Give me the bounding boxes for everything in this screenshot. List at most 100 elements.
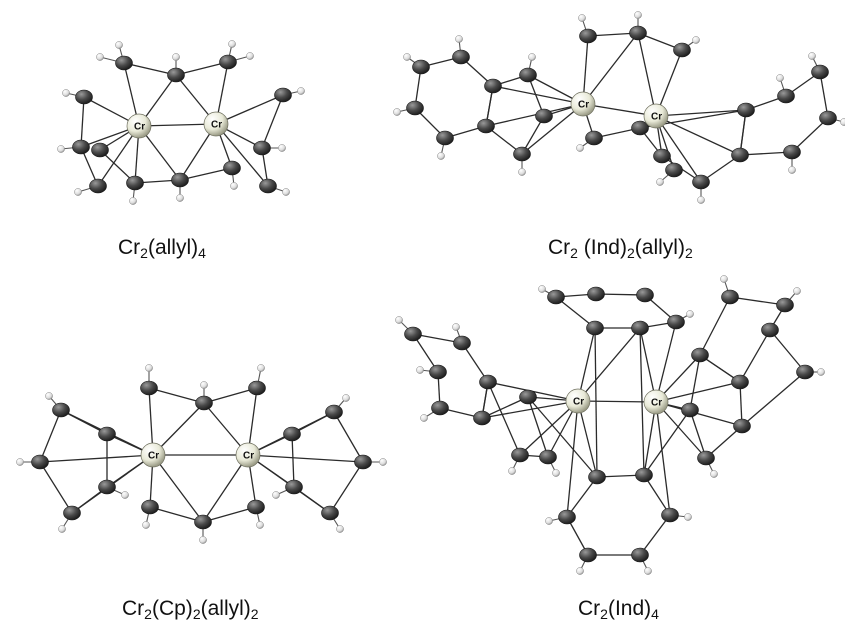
bond xyxy=(481,400,579,419)
carbon-atom xyxy=(579,28,597,44)
chromium-atom xyxy=(140,442,166,468)
bond xyxy=(643,474,671,516)
hydrogen-atom xyxy=(395,316,403,324)
molecule-cr2-ind4: Cr Cr xyxy=(395,275,825,575)
carbon-atom xyxy=(223,160,241,176)
carbon-atom xyxy=(692,174,710,190)
bond xyxy=(527,396,598,478)
carbon-atom xyxy=(587,286,605,302)
carbon-atom xyxy=(429,364,447,380)
bond xyxy=(577,327,596,402)
carbon-atom xyxy=(629,25,647,41)
hydrogen-atom xyxy=(684,513,692,521)
carbon-atom xyxy=(579,547,597,563)
bond xyxy=(215,123,269,187)
carbon-atom xyxy=(737,102,755,118)
carbon-atom xyxy=(52,402,70,418)
hydrogen-atom xyxy=(96,53,104,61)
carbon-atom xyxy=(691,347,709,363)
carbon-atom xyxy=(63,505,81,521)
carbon-atom xyxy=(585,130,603,146)
hydrogen-atom xyxy=(788,166,796,174)
carbon-atom xyxy=(477,118,495,134)
bond xyxy=(566,400,579,518)
hydrogen-atom xyxy=(246,52,254,60)
carbon-atom xyxy=(406,100,424,116)
carbon-atom xyxy=(412,59,430,75)
hydrogen-atom xyxy=(121,491,129,499)
carbon-atom xyxy=(283,426,301,442)
carbon-atom xyxy=(167,67,185,83)
carbon-atom xyxy=(777,88,795,104)
bond xyxy=(527,396,549,458)
bond xyxy=(39,409,62,463)
bond xyxy=(99,149,136,184)
carbon-atom xyxy=(75,89,93,105)
bond xyxy=(655,401,671,516)
bond xyxy=(202,454,249,523)
bond xyxy=(791,117,829,153)
hydrogen-atom xyxy=(172,53,180,61)
bond xyxy=(149,506,204,523)
bond xyxy=(202,506,257,523)
chromium-atom xyxy=(643,389,669,415)
hydrogen-atom xyxy=(16,458,24,466)
hydrogen-atom xyxy=(115,41,123,49)
carbon-atom xyxy=(354,454,372,470)
bond xyxy=(655,401,707,459)
chromium-label: Cr xyxy=(578,100,589,111)
carbon-atom xyxy=(431,400,449,416)
bond xyxy=(582,32,639,105)
carbon-atom xyxy=(141,499,159,515)
carbon-atom xyxy=(453,335,471,351)
carbon-atom xyxy=(665,162,683,178)
hydrogen-atom xyxy=(437,152,445,160)
hydrogen-atom xyxy=(57,145,65,153)
bond xyxy=(739,381,743,427)
chromium-label: Cr xyxy=(211,120,222,131)
hydrogen-atom xyxy=(58,525,66,533)
bond xyxy=(485,103,584,127)
hydrogen-atom xyxy=(528,53,536,61)
chromium-label: Cr xyxy=(651,398,662,409)
chromium-atom xyxy=(565,388,591,414)
hydrogen-atom xyxy=(452,323,460,331)
carbon-atom xyxy=(783,144,801,160)
hydrogen-atom xyxy=(403,53,411,61)
chromium-label: Cr xyxy=(573,397,584,408)
bond xyxy=(247,454,364,463)
bond xyxy=(461,342,489,383)
bond xyxy=(689,409,707,459)
bond xyxy=(637,32,657,117)
hydrogen-atom xyxy=(710,470,718,478)
hydrogen-atom xyxy=(686,310,694,318)
bond xyxy=(739,329,771,383)
hydrogen-atom xyxy=(297,87,305,95)
carbon-atom xyxy=(452,49,470,65)
bond xyxy=(521,103,584,155)
carbon-atom xyxy=(479,374,497,390)
bond xyxy=(329,461,364,514)
carbon-atom xyxy=(31,454,49,470)
bond xyxy=(655,321,677,403)
carbon-atom xyxy=(733,418,751,434)
carbon-atom xyxy=(631,120,649,136)
chromium-atom xyxy=(203,111,229,137)
hydrogen-atom xyxy=(455,35,463,43)
chromium-label: Cr xyxy=(148,451,159,462)
carbon-atom xyxy=(535,108,553,124)
carbon-atom xyxy=(653,148,671,164)
carbon-atom xyxy=(588,469,606,485)
hydrogen-atom xyxy=(576,567,584,575)
carbon-atom xyxy=(811,64,829,80)
hydrogen-atom xyxy=(379,458,387,466)
hydrogen-atom xyxy=(142,521,150,529)
carbon-atom xyxy=(519,389,537,405)
carbon-atom xyxy=(436,130,454,146)
hydrogen-atom xyxy=(200,381,208,389)
carbon-atom xyxy=(681,402,699,418)
hydrogen-atom xyxy=(282,188,290,196)
hydrogen-atom xyxy=(644,567,652,575)
